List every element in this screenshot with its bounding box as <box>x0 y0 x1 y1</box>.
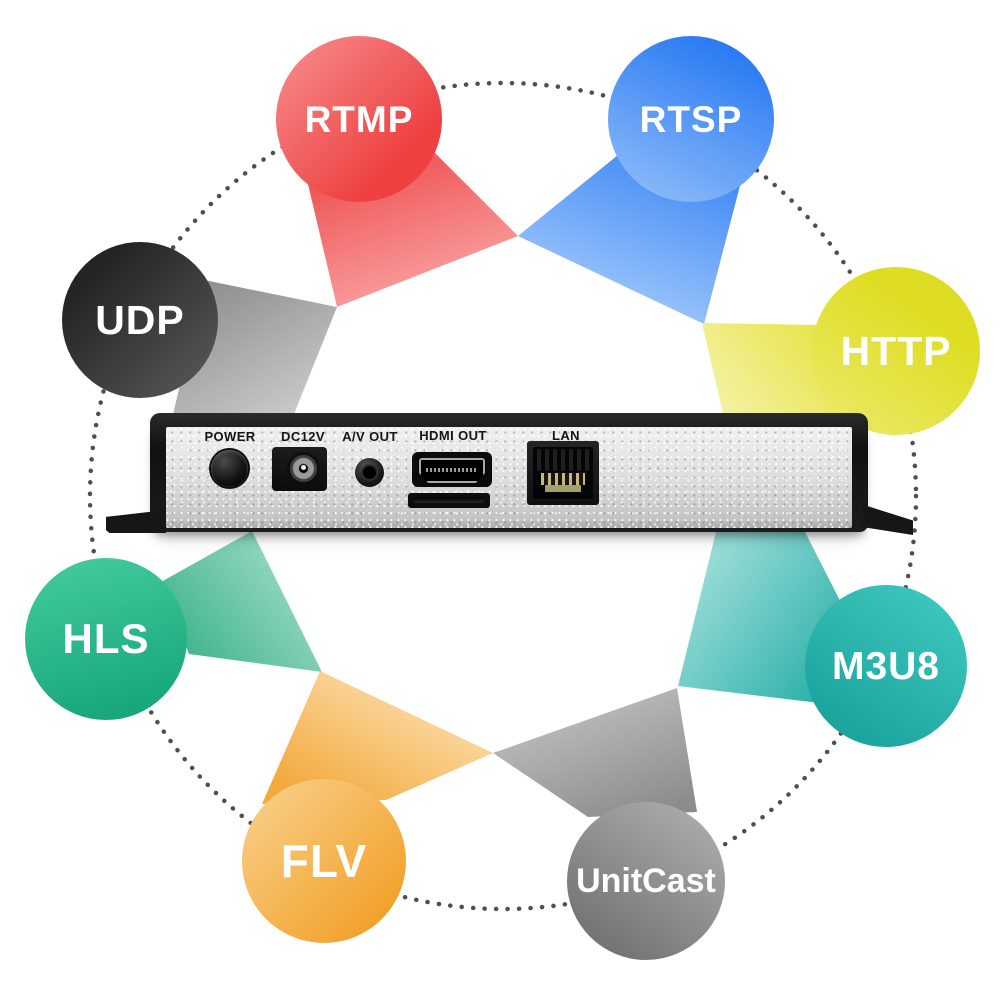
flv-beam <box>262 671 493 804</box>
left-mounting-flange <box>106 510 166 533</box>
lan-port <box>527 441 599 505</box>
power-label: POWER <box>204 429 256 444</box>
lan-contact-strip <box>545 485 581 492</box>
encoder-device: POWER DC12V A/V OUT HDMI OUT LAN <box>105 405 915 555</box>
hdmi-out-label: HDMI OUT <box>419 428 487 443</box>
av-out-jack <box>355 458 384 487</box>
dotted-ring <box>87 80 919 912</box>
lan-label: LAN <box>552 428 580 443</box>
power-button <box>211 450 248 487</box>
av-out-label: A/V OUT <box>342 429 398 444</box>
rtsp-circle: RTSP <box>608 36 774 202</box>
device-front-panel <box>166 427 852 528</box>
lan-gold-pins <box>541 473 585 485</box>
hdmi-out-port <box>412 452 492 487</box>
card-slot-slit <box>414 497 484 503</box>
unitcast-circle: UnitCast <box>567 802 725 960</box>
av-jack-hole <box>363 466 376 479</box>
rtmp-circle: RTMP <box>276 36 442 202</box>
right-mounting-flange <box>863 504 913 535</box>
lan-pin-comb <box>537 449 589 471</box>
dc-jack-pin-highlight <box>301 465 306 470</box>
http-beam <box>702 323 848 418</box>
flv-label: FLV <box>280 835 368 887</box>
unitcast-beam <box>493 688 697 817</box>
udp-label: UDP <box>95 296 185 343</box>
udp-circle: UDP <box>62 242 218 398</box>
flv-circle: FLV <box>242 779 406 943</box>
http-circle: HTTP <box>812 267 980 435</box>
hls-label: HLS <box>62 615 150 662</box>
http-label: HTTP <box>840 327 952 374</box>
hls-circle: HLS <box>25 558 187 720</box>
dc-power-jack <box>272 447 327 491</box>
hdmi-pin-row <box>426 468 478 472</box>
hls-beam <box>161 531 322 672</box>
rtsp-label: RTSP <box>639 98 743 140</box>
card-slot <box>408 493 490 508</box>
m3u8-circle: M3U8 <box>805 585 967 747</box>
rtmp-label: RTMP <box>304 98 414 140</box>
dc12v-label: DC12V <box>281 429 325 444</box>
unitcast-label: UnitCast <box>576 862 716 900</box>
m3u8-label: M3U8 <box>831 644 941 688</box>
